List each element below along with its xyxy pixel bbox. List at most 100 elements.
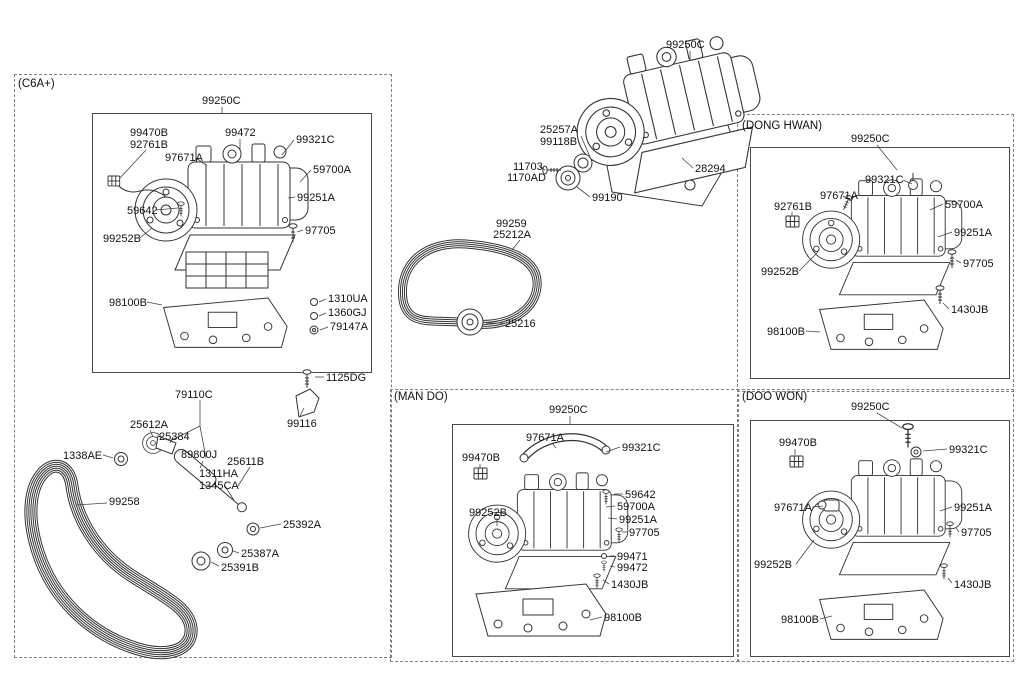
part-label-1430jb: 1430JB	[951, 304, 989, 316]
part-label-99250c: 99250C	[851, 401, 890, 413]
dong-hwan-fitting-99321c	[908, 173, 918, 190]
part-label-89800j: 89800J	[181, 449, 218, 461]
dong-hwan-bolt-1430jb	[935, 285, 945, 305]
c6a-ribbed-belt-99258	[31, 466, 191, 652]
part-label-99258: 99258	[109, 496, 140, 508]
section-box-dong-hwan	[737, 114, 1014, 392]
part-label-99251a: 99251A	[297, 192, 335, 204]
part-label-59700a: 59700A	[313, 164, 351, 176]
part-label-99252b: 99252B	[754, 559, 792, 571]
part-label-59700a: 59700A	[945, 199, 983, 211]
man-do-pipe-97671a	[519, 437, 611, 463]
c6a-79110c-leaders	[167, 400, 207, 459]
part-label-25387a: 25387A	[241, 548, 279, 560]
part-label-99259: 99259	[496, 218, 527, 230]
inner-box-doo-won	[750, 420, 1010, 657]
part-label-1310ua: 1310UA	[328, 293, 368, 305]
part-label-98100b: 98100B	[781, 614, 819, 626]
dong-hwan-bracket-98100b	[819, 299, 944, 350]
part-label-99116: 99116	[287, 418, 317, 430]
doo-won-fitting-99321c	[910, 446, 922, 458]
part-label-79110c: 79110C	[175, 389, 213, 401]
part-label-25257a: 25257A	[540, 124, 578, 136]
part-label-97705: 97705	[629, 527, 660, 539]
part-label-97671a: 97671A	[526, 432, 564, 444]
part-label-99118b: 99118B	[540, 136, 578, 148]
section-title-c6a: (C6A+)	[18, 78, 55, 90]
part-label-97671a: 97671A	[165, 152, 203, 164]
doo-won-top-bolt	[902, 423, 914, 449]
section-title-man-do: (MAN DO)	[394, 391, 448, 403]
part-label-1360gj: 1360GJ	[328, 307, 367, 319]
section-box-man-do	[390, 389, 739, 662]
doo-won-bracket-98100b	[819, 589, 944, 640]
part-label-99321c: 99321C	[949, 444, 988, 456]
part-label-1430jb: 1430JB	[611, 579, 649, 591]
part-label-99250c: 99250C	[549, 404, 588, 416]
doo-won-connector-99470b	[789, 455, 804, 468]
part-label-1345ca: 1345CA	[199, 480, 239, 492]
c6a-bolt-1125dg	[302, 369, 312, 389]
part-label-99321c: 99321C	[296, 134, 335, 146]
part-label-25216: 25216	[505, 318, 536, 330]
part-label-99250c: 99250C	[202, 95, 241, 107]
part-label-11703: 11703	[513, 161, 543, 173]
part-label-99470b: 99470B	[779, 437, 817, 449]
c6a-bracket-99116	[295, 388, 320, 418]
part-label-99252b: 99252B	[103, 233, 141, 245]
part-label-97705: 97705	[963, 258, 994, 270]
part-label-25612a: 25612A	[130, 419, 168, 431]
part-label-25384: 25384	[159, 431, 190, 443]
man-do-bracket-98100b	[475, 583, 607, 637]
doo-won-valve-97671a	[817, 499, 840, 512]
dong-hwan-connector-92761b	[785, 215, 800, 228]
part-label-99252b: 99252B	[469, 507, 507, 519]
c6a-bracket-98100b	[163, 297, 288, 348]
part-label-1170ad: 1170AD	[507, 172, 546, 184]
inner-box-dong-hwan	[750, 147, 1010, 379]
doo-won-bolt-1430jb	[940, 563, 948, 580]
part-label-99472: 99472	[617, 562, 648, 574]
part-label-99250c: 99250C	[851, 133, 890, 145]
part-label-98100b: 98100B	[604, 612, 642, 624]
c6a-grid-bracket	[185, 251, 269, 289]
part-label-99251a: 99251A	[954, 502, 992, 514]
part-label-99471: 99471	[617, 551, 648, 563]
part-label-1125dg: 1125DG	[326, 372, 367, 384]
part-label-1430jb: 1430JB	[954, 579, 992, 591]
c6a-arm-25384	[155, 435, 177, 455]
part-label-99321c: 99321C	[865, 174, 904, 186]
part-label-25212a: 25212A	[493, 229, 531, 241]
tensioner-pulley-99190	[555, 153, 593, 191]
section-box-doo-won	[737, 389, 1014, 662]
inner-box-man-do	[452, 424, 734, 657]
part-label-99251a: 99251A	[619, 514, 657, 526]
part-label-99250c: 99250C	[666, 39, 705, 51]
section-box-c6a	[14, 74, 392, 658]
part-label-59700a: 59700A	[617, 501, 655, 513]
part-label-79147a: 79147A	[330, 321, 368, 333]
part-label-99470b: 99470B	[130, 127, 168, 139]
part-label-59642: 59642	[625, 489, 656, 501]
part-label-25392a: 25392A	[283, 519, 321, 531]
part-label-99252b: 99252B	[761, 266, 799, 278]
doo-won-bolt-97705	[946, 521, 954, 538]
c6a-bushings	[191, 522, 260, 571]
c6a-nut-1338ae	[114, 452, 128, 466]
part-label-25391b: 25391B	[221, 562, 259, 574]
section-title-dong-hwan: (DONG HWAN)	[742, 120, 823, 132]
dong-hwan-bolt-97705	[947, 249, 957, 269]
part-label-1338ae: 1338AE	[63, 450, 103, 462]
part-label-25611b: 25611B	[227, 456, 265, 468]
part-label-92761b: 92761B	[774, 201, 812, 213]
part-label-99472: 99472	[225, 127, 256, 139]
c6a-connector-icon	[107, 175, 121, 187]
part-label-98100b: 98100B	[109, 297, 147, 309]
c6a-wire-harness-99470b	[115, 182, 167, 198]
c6a-compressor-drawing	[134, 143, 309, 271]
part-label-97705: 97705	[305, 225, 336, 237]
part-label-97671a: 97671A	[820, 190, 858, 202]
section-title-doo-won: (DOO WON)	[742, 391, 808, 403]
